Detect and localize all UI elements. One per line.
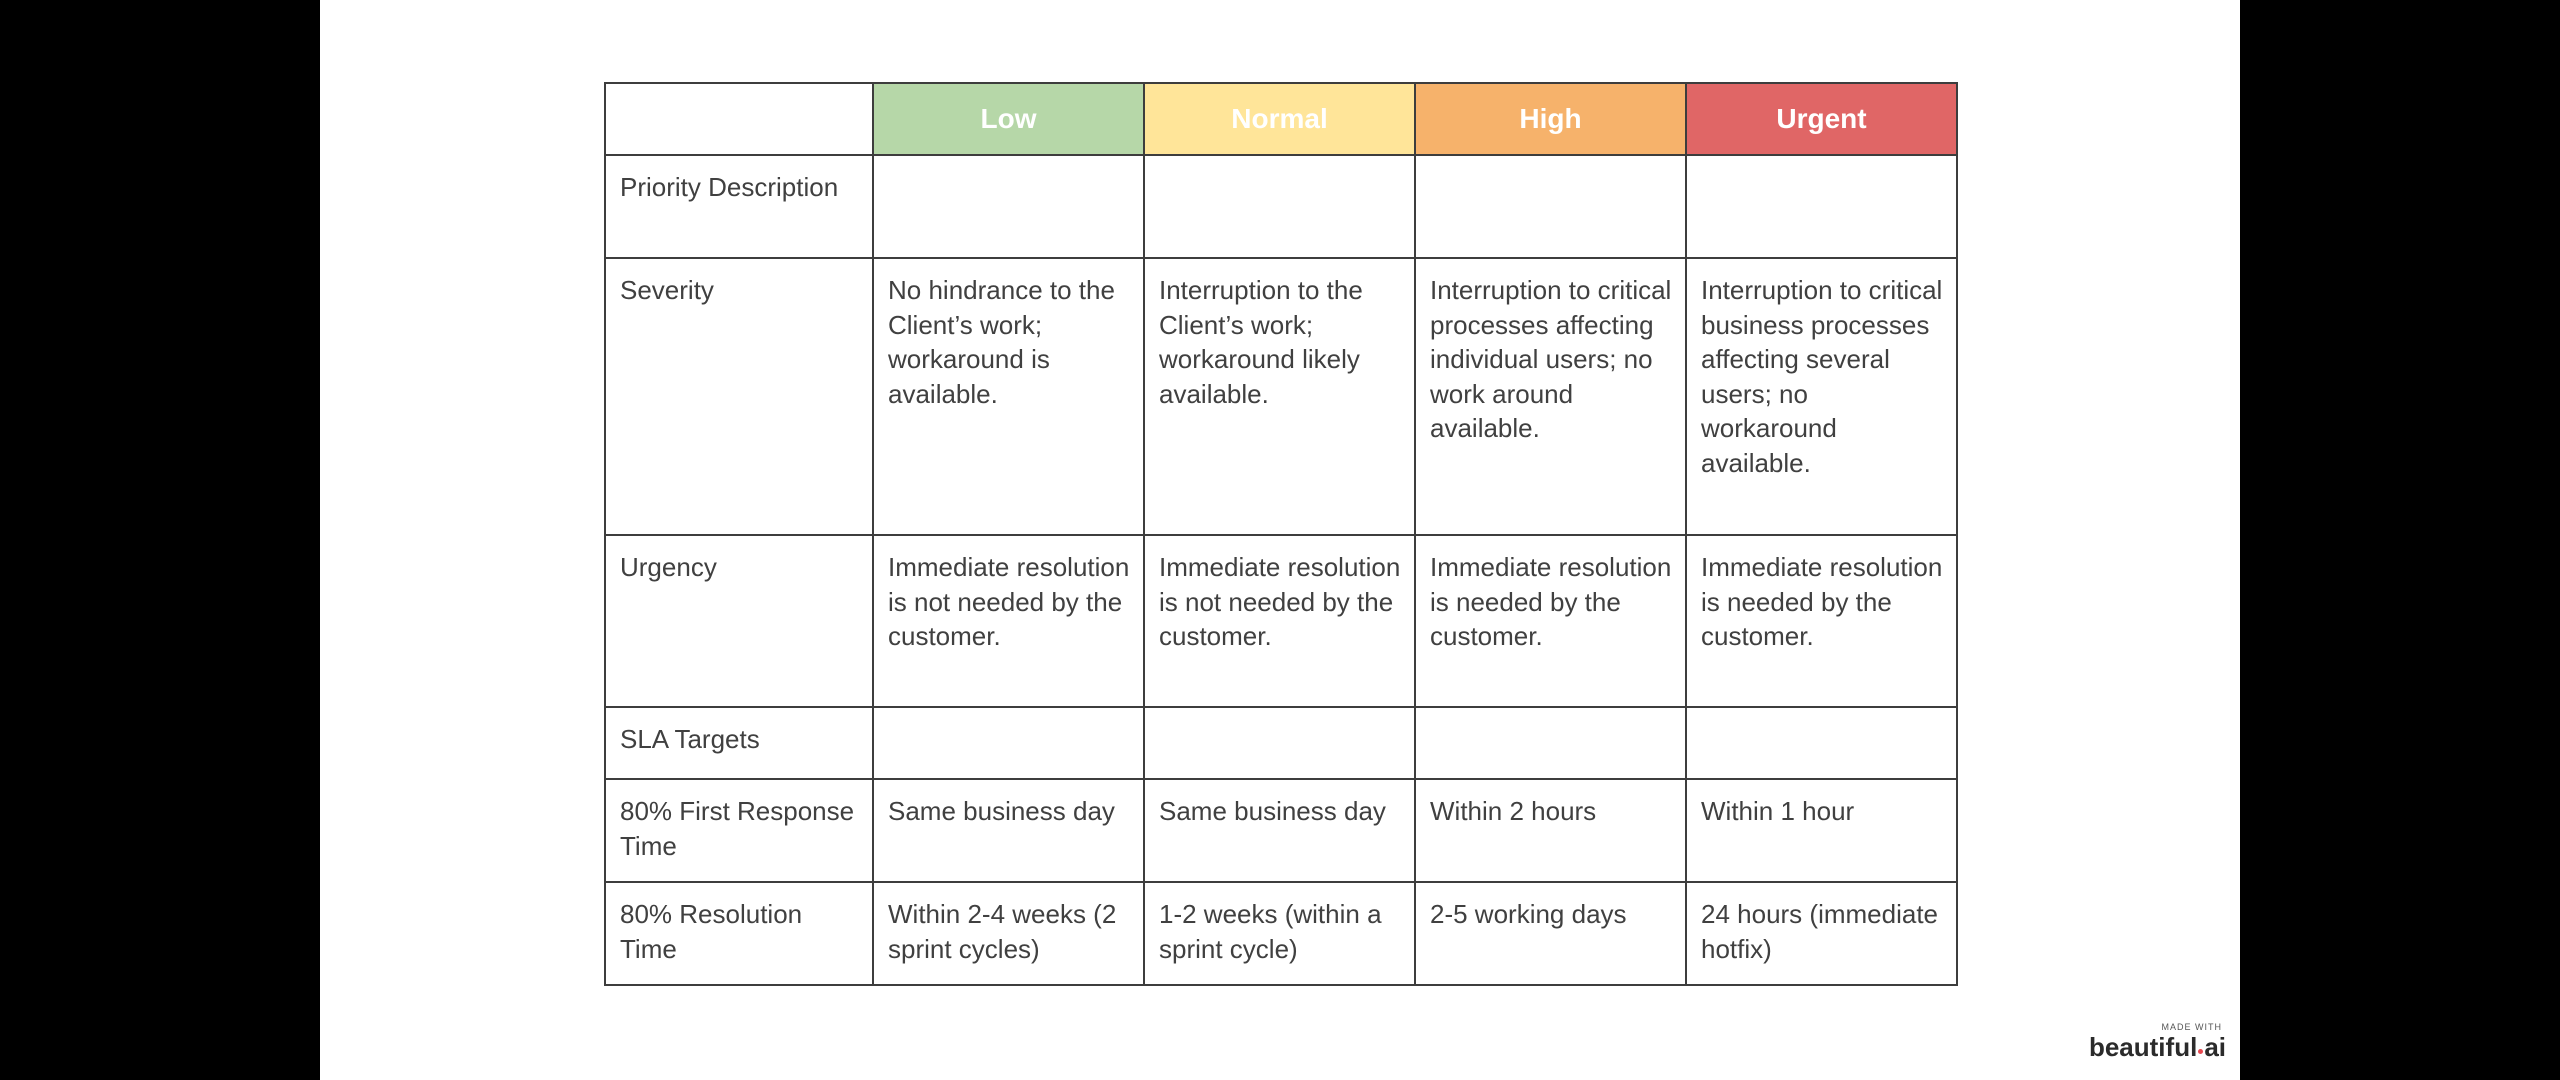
row-resolution-time: 80% Resolution Time Within 2-4 weeks (2 … xyxy=(604,881,1958,986)
priority-sla-table: Low Normal High Urgent Priority Descript… xyxy=(604,82,1958,986)
made-with-label: MADE WITH xyxy=(2161,1022,2222,1032)
logo-dot-icon xyxy=(2198,1049,2204,1054)
cell-low: Immediate resolution is not needed by th… xyxy=(872,534,1145,708)
cell-normal xyxy=(1143,154,1416,259)
cell-normal: Interruption to the Client’s work; worka… xyxy=(1143,257,1416,536)
cell-high: 2-5 working days xyxy=(1414,881,1687,986)
row-urgency: Urgency Immediate resolution is not need… xyxy=(604,534,1958,708)
row-label: SLA Targets xyxy=(604,706,874,780)
header-high: High xyxy=(1414,82,1687,156)
header-normal: Normal xyxy=(1143,82,1416,156)
header-urgent: Urgent xyxy=(1685,82,1958,156)
cell-high: Immediate resolution is needed by the cu… xyxy=(1414,534,1687,708)
cell-low: Same business day xyxy=(872,778,1145,883)
cell-urgent xyxy=(1685,706,1958,780)
row-priority-description: Priority Description xyxy=(604,154,1958,259)
row-sla-targets: SLA Targets xyxy=(604,706,1958,780)
cell-urgent: Immediate resolution is needed by the cu… xyxy=(1685,534,1958,708)
cell-normal xyxy=(1143,706,1416,780)
cell-urgent: Within 1 hour xyxy=(1685,778,1958,883)
cell-normal: Immediate resolution is not needed by th… xyxy=(1143,534,1416,708)
cell-urgent xyxy=(1685,154,1958,259)
row-label: Urgency xyxy=(604,534,874,708)
cell-normal: Same business day xyxy=(1143,778,1416,883)
row-label: 80% First Response Time xyxy=(604,778,874,883)
cell-high xyxy=(1414,706,1687,780)
row-first-response-time: 80% First Response Time Same business da… xyxy=(604,778,1958,883)
logo-text-right: ai xyxy=(2204,1032,2226,1062)
cell-low: No hindrance to the Client’s work; worka… xyxy=(872,257,1145,536)
cell-normal: 1-2 weeks (within a sprint cycle) xyxy=(1143,881,1416,986)
header-low: Low xyxy=(872,82,1145,156)
row-label: Priority Description xyxy=(604,154,874,259)
cell-low xyxy=(872,706,1145,780)
row-severity: Severity No hindrance to the Client’s wo… xyxy=(604,257,1958,536)
logo-text-left: beautiful xyxy=(2088,1032,2198,1062)
cell-high xyxy=(1414,154,1687,259)
cell-urgent: Interruption to critical business proces… xyxy=(1685,257,1958,536)
cell-high: Within 2 hours xyxy=(1414,778,1687,883)
header-row: Low Normal High Urgent xyxy=(604,82,1958,156)
cell-low: Within 2-4 weeks (2 sprint cycles) xyxy=(872,881,1145,986)
slide: Low Normal High Urgent Priority Descript… xyxy=(320,0,2240,1080)
header-corner-cell xyxy=(604,82,874,156)
cell-urgent: 24 hours (immediate hotfix) xyxy=(1685,881,1958,986)
cell-low xyxy=(872,154,1145,259)
cell-high: Interruption to critical processes affec… xyxy=(1414,257,1687,536)
row-label: Severity xyxy=(604,257,874,536)
row-label: 80% Resolution Time xyxy=(604,881,874,986)
